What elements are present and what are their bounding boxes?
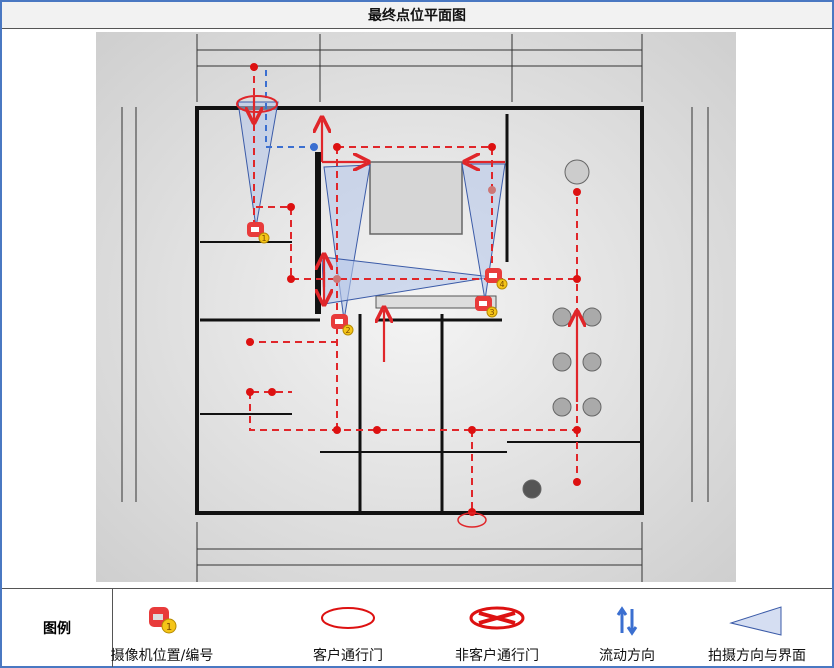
camera-number: 1 (261, 234, 266, 243)
non-customer-door-icon (469, 606, 525, 630)
tables (522, 159, 602, 499)
legend-item-non-customer-door: 非客户通行门 (427, 589, 567, 667)
counter (375, 295, 497, 309)
non-customer-door (236, 95, 278, 113)
legend-item-flow-direction: 流动方向 (557, 589, 697, 667)
flow-arrows (254, 97, 577, 402)
camera-badge-number: 1 (166, 622, 172, 633)
camera-icon: 1 (149, 607, 177, 634)
camera-marker: 3 (475, 296, 498, 318)
legend-label: 非客户通行门 (455, 648, 539, 664)
walls (195, 106, 644, 515)
dimension-lines (121, 34, 709, 582)
page-title: 最终点位平面图 (2, 2, 832, 29)
flow-paths (247, 64, 578, 512)
legend-label: 拍摄方向与界面 (708, 648, 806, 664)
customer-door-icon (321, 607, 375, 629)
camera-marker: 2 (331, 314, 354, 336)
legend-item-camera: 1 摄像机位置/编号 (92, 589, 232, 667)
floor-plan: 1 2 3 4 (96, 32, 736, 582)
camera-number: 2 (345, 326, 350, 335)
central-display (369, 161, 463, 235)
camera-view-icon (729, 606, 782, 636)
legend-item-camera-view: 拍摄方向与界面 (687, 589, 827, 667)
camera-number: 4 (499, 280, 504, 289)
legend-label: 摄像机位置/编号 (110, 648, 214, 664)
legend: 图例 1 摄像机位置/编号 客户通行门 非客户通行门 流动方向 拍摄方向与界面 (2, 588, 832, 667)
camera-number: 3 (489, 308, 494, 317)
legend-item-customer-door: 客户通行门 (278, 589, 418, 667)
legend-label: 客户通行门 (313, 648, 383, 664)
flow-nodes (246, 63, 581, 516)
blue-flow-path (265, 70, 314, 148)
camera-views (237, 101, 506, 321)
camera-marker: 1 (247, 222, 270, 244)
legend-heading: 图例 (2, 589, 113, 667)
flow-direction-icon (616, 606, 638, 636)
camera-marker: 4 (485, 268, 508, 290)
customer-door (457, 512, 487, 528)
legend-label: 流动方向 (599, 648, 655, 664)
